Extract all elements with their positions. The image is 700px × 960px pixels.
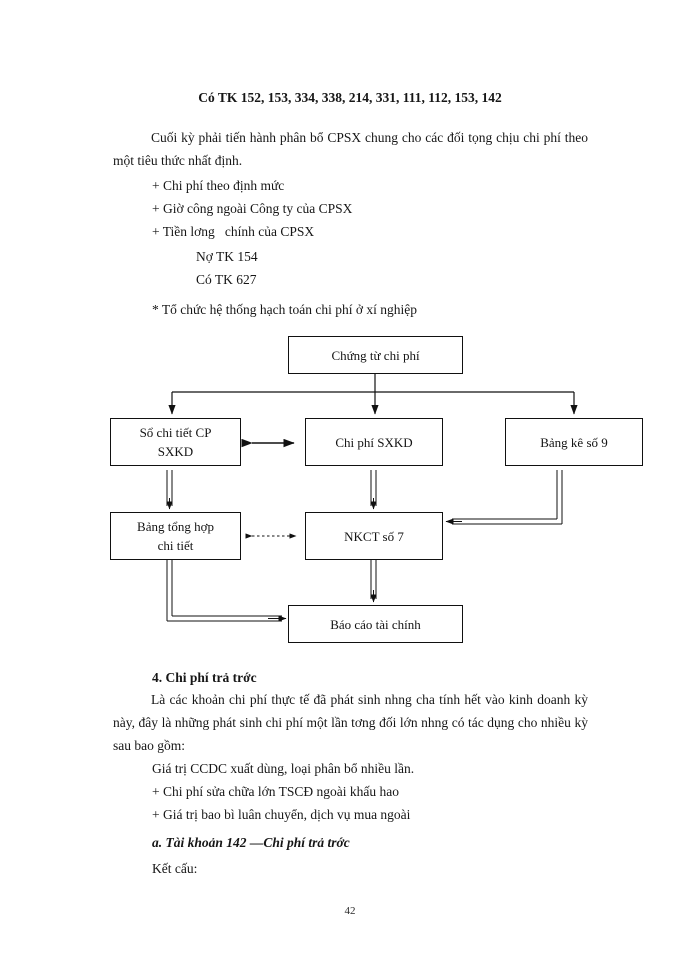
bullet-item-0: + Chi phí theo định mức: [152, 178, 285, 193]
page-number: 42: [344, 905, 356, 917]
list-item-0: Giá trị CCDC xuất dùng, loại phân bổ nhi…: [152, 761, 415, 776]
bullet-item-1: + Giờ công ngoài Công ty của CPSX: [152, 201, 353, 216]
paragraph-prepaid: Là các khoản chi phí thực tế đã phát sin…: [113, 692, 588, 753]
section-star-heading: * Tổ chức hệ thống hạch toán chi phí ở x…: [152, 302, 418, 317]
list-item-1: + Chi phí sửa chữa lớn TSCĐ ngoài khấu h…: [152, 784, 399, 799]
heading-section-4: 4. Chi phí trả trớc: [152, 670, 257, 685]
flow-node-chiphi-sxkd: Chi phí SXKD: [305, 418, 443, 466]
paragraph-allocation: Cuối kỳ phải tiến hành phân bổ CPSX chun…: [113, 130, 588, 168]
entry-credit: Có TK 627: [196, 272, 257, 287]
bullet-item-2: + Tiền lơng chính của CPSX: [152, 224, 315, 239]
flow-node-nkct: NKCT số 7: [305, 512, 443, 560]
flow-node-bangke: Bảng kê số 9: [505, 418, 643, 466]
heading-account-142: a. Tài khoản 142 —Chi phí trả trớc: [152, 835, 350, 850]
flow-node-bangtonghop: Bảng tổng hợp chi tiết: [110, 512, 241, 560]
flow-node-baocao: Báo cáo tài chính: [288, 605, 463, 643]
list-item-2: + Giá trị bao bì luân chuyển, dịch vụ mu…: [152, 807, 411, 822]
label-ketcau: Kết cấu:: [152, 861, 198, 876]
entry-debit: Nợ TK 154: [196, 249, 258, 264]
page-heading: Có TK 152, 153, 334, 338, 214, 331, 111,…: [198, 90, 502, 105]
flow-node-chungtu: Chứng từ chi phí: [288, 336, 463, 374]
flow-node-sochitiet: Sổ chi tiết CP SXKD: [110, 418, 241, 466]
